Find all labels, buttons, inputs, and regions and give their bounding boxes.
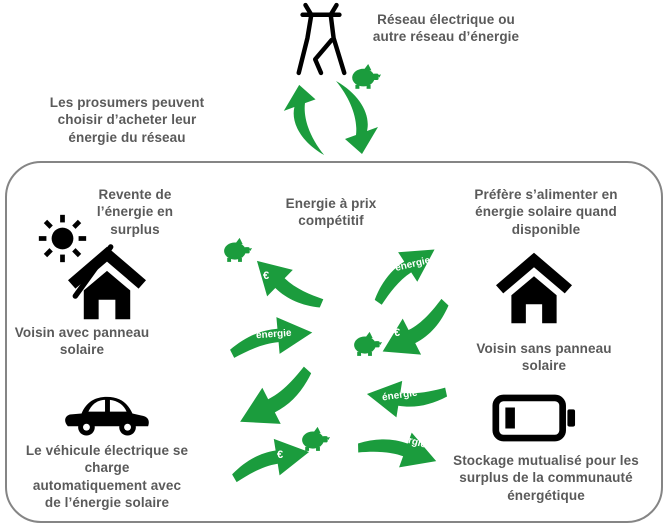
money-arrow-icon: [241, 244, 328, 330]
community-box: [5, 161, 663, 523]
text-line: Revente de: [98, 187, 172, 202]
text-line: compétitif: [298, 213, 364, 229]
energy-arrow-icon: [354, 414, 445, 482]
battery-storage-icon: [492, 394, 576, 442]
energy-arrow-icon: [359, 231, 448, 308]
money-arrow-icon: [370, 295, 464, 373]
power-grid-pylon-icon: [290, 1, 352, 77]
text-line: Préfère s’alimenter en: [474, 187, 618, 202]
house-with-solar-icon: [68, 246, 146, 320]
text-line: charge: [84, 460, 130, 476]
text-line: énergétique: [507, 487, 585, 503]
text-line: Stockage mutualisé pour les: [453, 453, 639, 468]
solar-charge-arrow-icon: [227, 363, 326, 444]
neighbor-with-solar-label: Voisin avec panneau solaire: [2, 324, 162, 359]
energy-arrow-icon: [361, 373, 449, 427]
prefers-solar-label: Préfère s’alimenter en énergie solaire q…: [458, 186, 634, 238]
piggy-bank-icon: [351, 331, 382, 356]
money-flow-label: €: [277, 449, 284, 461]
neighbor-without-solar-label: Voisin sans panneau solaire: [460, 340, 628, 375]
money-flow-label: €: [263, 270, 270, 282]
ev-charging-label: Le véhicule électrique se charge automat…: [8, 442, 206, 511]
text-line: disponible: [511, 221, 581, 237]
competitive-energy-label: Energie à prix compétitif: [268, 195, 394, 230]
buy-energy-down-arrow-icon: [331, 78, 383, 158]
text-line: énergie du réseau: [68, 129, 186, 145]
text-line: Réseau électrique ou: [377, 12, 515, 27]
shared-storage-label: Stockage mutualisé pour les surplus de l…: [432, 452, 660, 504]
prosumer-note: Les prosumers peuvent choisir d’acheter …: [38, 94, 216, 146]
piggy-bank-icon: [299, 426, 330, 451]
electric-car-icon: [62, 389, 152, 440]
text-line: solaire: [521, 358, 567, 374]
text-line: Energie à prix: [285, 196, 377, 211]
text-line: Voisin sans panneau: [476, 341, 612, 356]
energy-arrow-icon: [227, 311, 316, 360]
sun-icon: [36, 212, 89, 265]
text-line: Le véhicule électrique se: [25, 443, 189, 458]
text-line: Voisin avec panneau: [14, 325, 150, 340]
text-line: choisir d’acheter leur: [57, 112, 197, 128]
text-line: automatiquement avec: [32, 477, 182, 493]
surplus-resale-label: Revente de l’énergie en surplus: [75, 186, 195, 238]
text-line: Les prosumers peuvent: [49, 95, 205, 110]
text-line: surplus: [110, 221, 160, 237]
grid-network-label: Réseau électrique ou autre réseau d’éner…: [358, 11, 534, 46]
piggy-bank-icon: [221, 237, 252, 262]
text-line: autre réseau d’énergie: [372, 29, 520, 45]
money-flow-label: €: [394, 327, 401, 339]
text-line: l’énergie en: [96, 204, 174, 220]
sell-energy-up-arrow-icon: [279, 83, 329, 156]
text-line: solaire: [59, 342, 105, 358]
text-line: surplus de la communauté: [459, 470, 633, 486]
money-arrow-icon: [227, 431, 315, 485]
text-line: énergie solaire quand: [475, 204, 617, 220]
text-line: de l’énergie solaire: [44, 494, 170, 510]
house-icon: [496, 252, 572, 324]
piggy-bank-icon: [349, 63, 381, 89]
